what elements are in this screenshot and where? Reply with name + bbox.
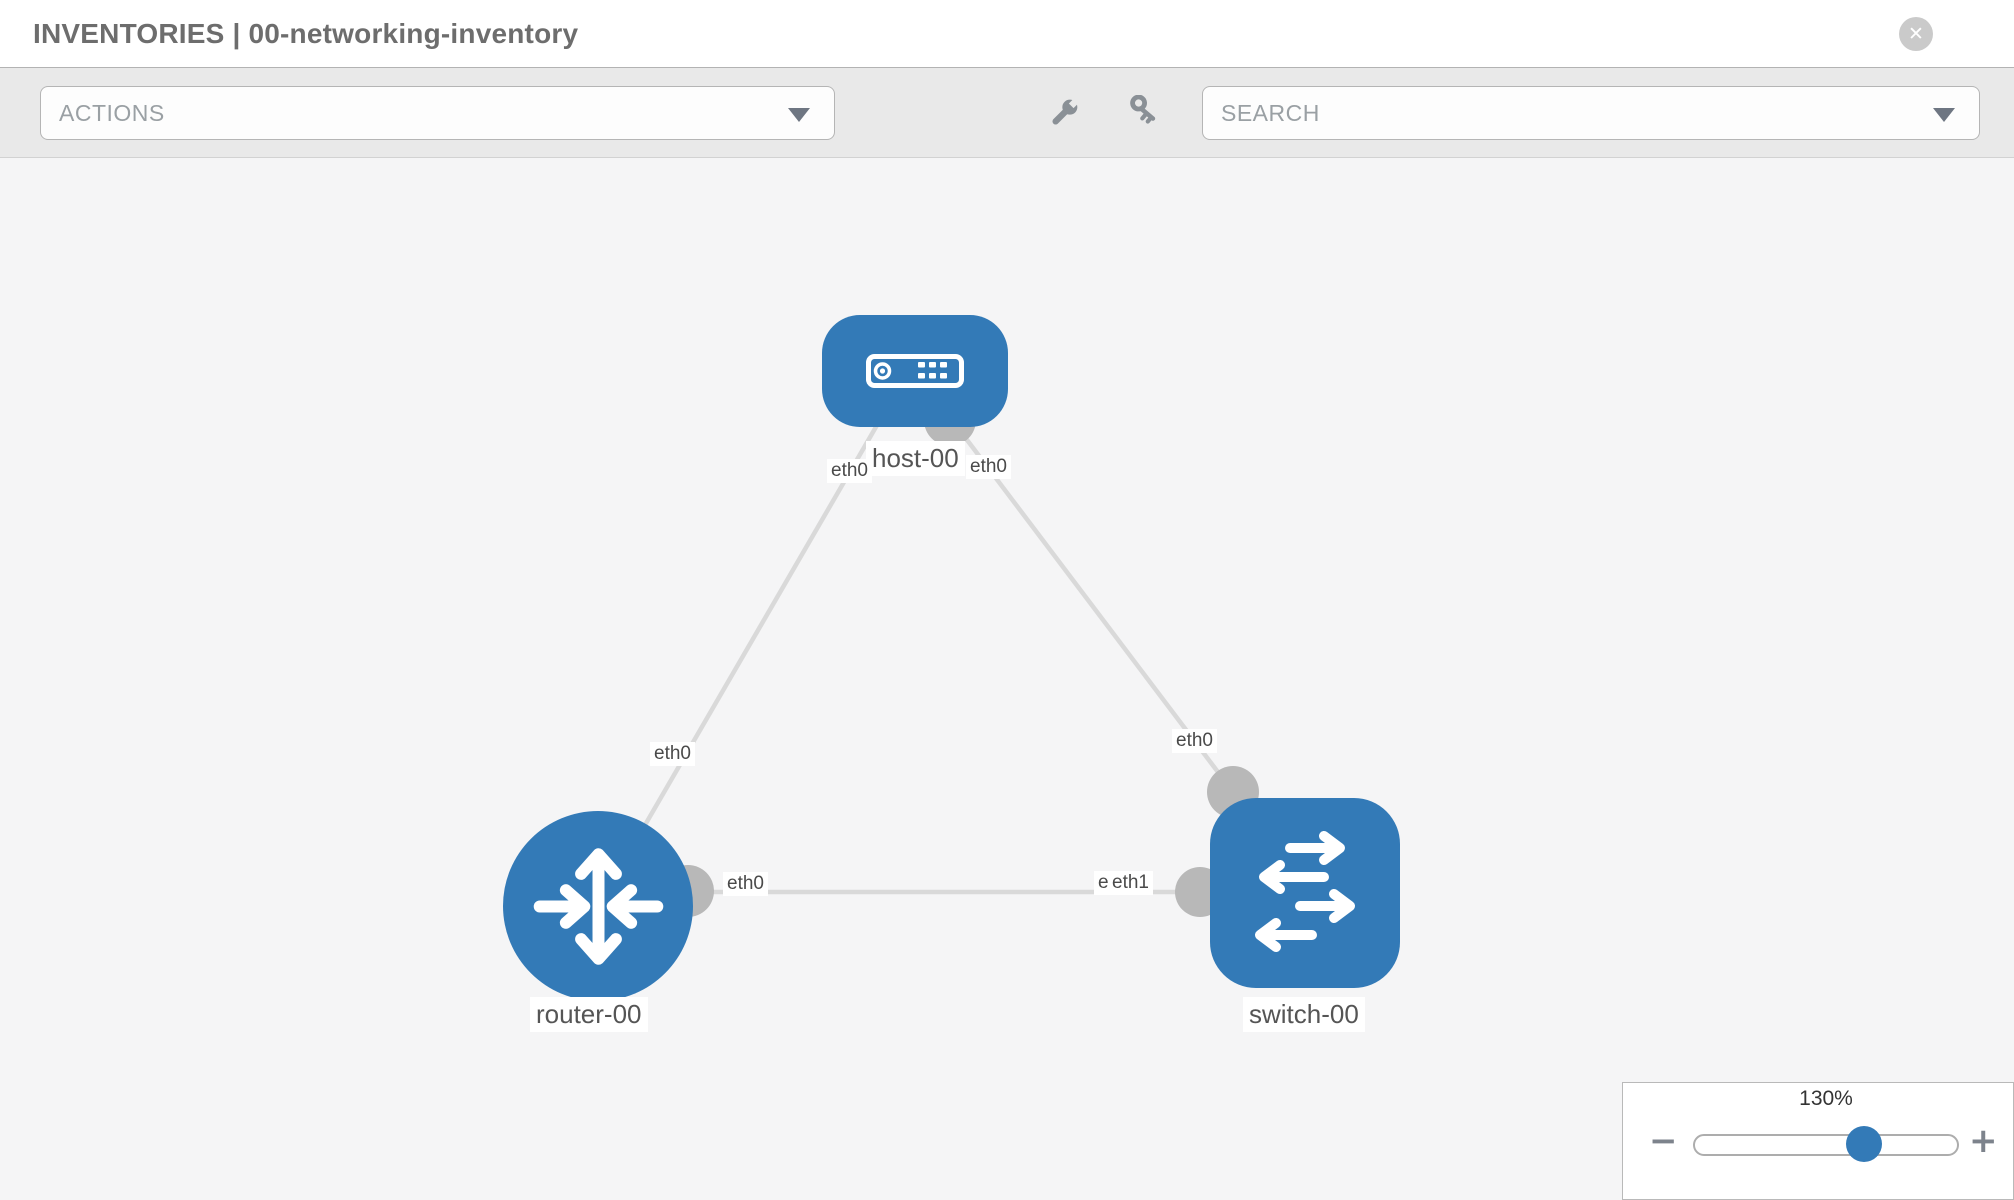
zoom-in-button[interactable]: + [1969,1121,1998,1161]
panel-header: INVENTORIES | 00-networking-inventory ✕ [0,0,2014,68]
close-icon: ✕ [1908,22,1924,45]
search-dropdown[interactable]: SEARCH [1202,86,1980,140]
zoom-control-panel: 130% − + [1622,1082,2014,1200]
zoom-out-button[interactable]: − [1649,1121,1678,1161]
interface-label: eth0 [650,742,695,766]
credentials-button[interactable] [1122,94,1158,131]
zoom-level-value: 130% [1799,1087,1853,1110]
node-label-switch: switch-00 [1243,997,1365,1032]
interface-label: eth0 [723,872,768,896]
close-button[interactable]: ✕ [1899,17,1933,51]
configure-button[interactable] [1046,95,1082,131]
wrench-icon [1052,97,1080,125]
node-router-00[interactable] [503,811,693,1001]
toolbar: ACTIONS SEARCH [0,68,2014,158]
zoom-slider-thumb[interactable] [1846,1126,1882,1162]
actions-dropdown-label: ACTIONS [59,100,165,126]
chevron-down-icon [1933,108,1955,122]
interface-label: eth0 [966,455,1011,479]
chevron-down-icon [788,108,810,122]
switch-icon [1255,831,1355,952]
node-label-router: router-00 [530,997,648,1032]
node-label-host: host-00 [866,441,965,476]
interface-label: eth1 [1108,871,1153,895]
interface-label: eth0 [1172,729,1217,753]
interface-label: eth0 [827,459,872,483]
topology-canvas[interactable]: host-00 router-00 switch-00 eth0 eth0 et… [0,158,2014,1200]
zoom-slider[interactable] [1693,1134,1959,1156]
actions-dropdown[interactable]: ACTIONS [40,86,835,140]
links-layer [596,394,1259,917]
plus-icon: + [1969,1121,1998,1161]
node-switch-00[interactable] [1210,798,1400,988]
key-icon [1130,94,1156,124]
page-title: INVENTORIES | 00-networking-inventory [33,18,579,49]
router-icon [533,847,663,965]
host-icon [866,354,964,388]
node-host-00[interactable] [822,315,1008,427]
minus-icon: − [1649,1121,1678,1161]
search-dropdown-label: SEARCH [1221,100,1320,126]
